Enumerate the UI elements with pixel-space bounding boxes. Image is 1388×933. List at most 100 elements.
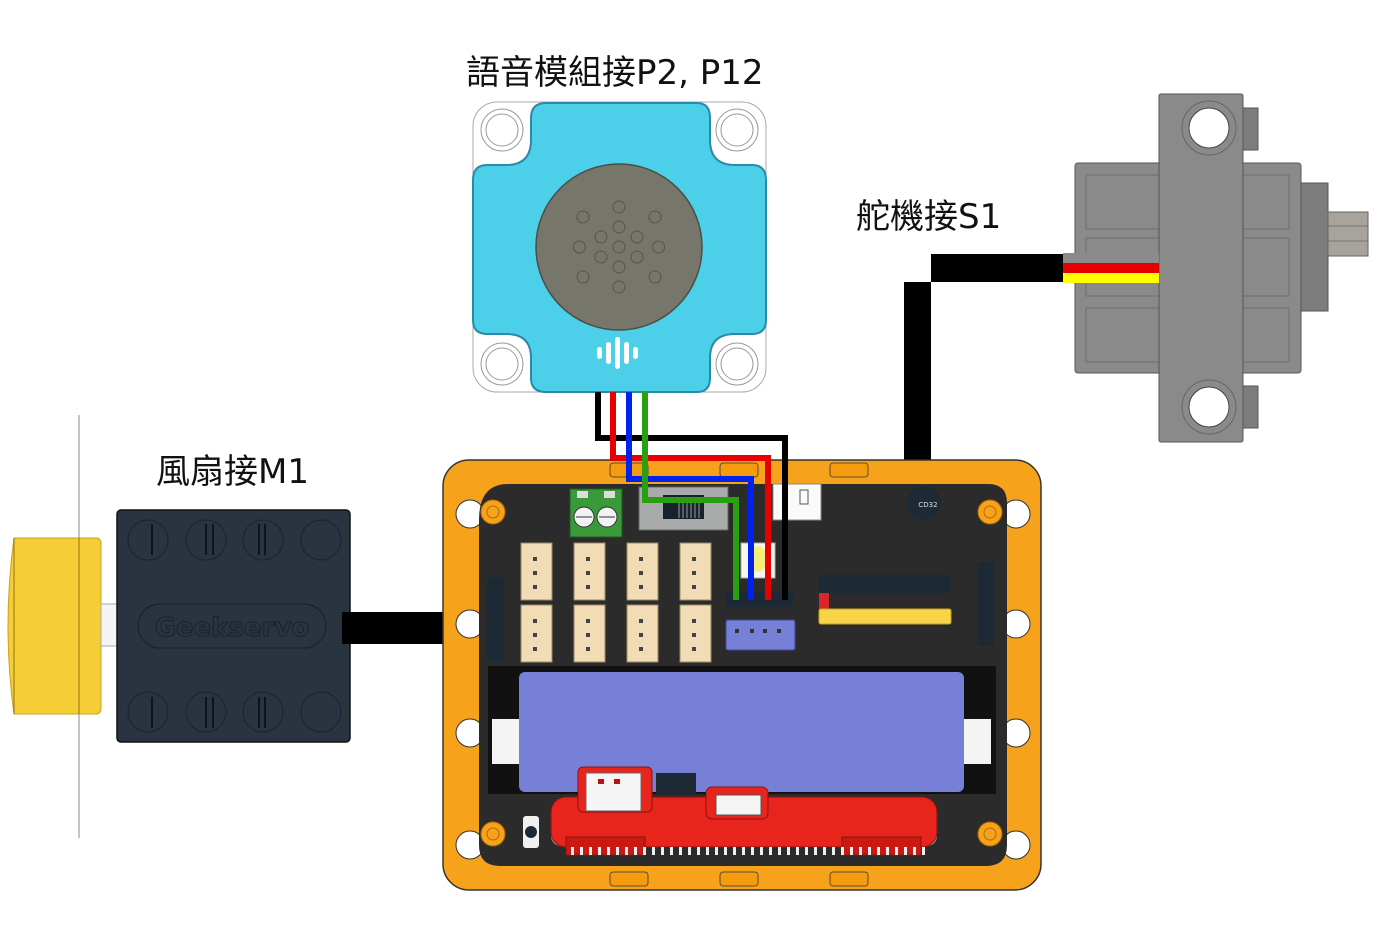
edge-pin bbox=[895, 847, 898, 855]
edge-pin bbox=[661, 847, 664, 855]
speaker-hole bbox=[630, 250, 644, 264]
edge-pin bbox=[877, 847, 880, 855]
fan-assembly: Geekservo bbox=[7, 415, 497, 838]
edge-pin bbox=[733, 847, 736, 855]
edge-pin bbox=[850, 847, 853, 855]
frame-bumps bbox=[609, 462, 869, 887]
servo-header bbox=[818, 575, 952, 625]
edge-pin bbox=[913, 847, 916, 855]
microbit bbox=[550, 766, 938, 856]
edge-pin bbox=[643, 847, 646, 855]
purple-4pin-connector bbox=[725, 619, 796, 651]
speaker-holes bbox=[572, 200, 666, 294]
edge-pin bbox=[742, 847, 745, 855]
wire-green bbox=[642, 392, 739, 600]
edge-pin bbox=[580, 847, 583, 855]
i2c-header bbox=[725, 591, 793, 607]
speaker-hole bbox=[576, 210, 590, 224]
brand-plate bbox=[137, 603, 327, 649]
speaker-hole bbox=[630, 230, 644, 244]
edge-pin bbox=[616, 847, 619, 855]
edge-pin bbox=[670, 847, 673, 855]
svg-text:CD32: CD32 bbox=[918, 501, 937, 509]
speaker-hole bbox=[572, 240, 586, 254]
edge-pin bbox=[688, 847, 691, 855]
speaker-hole bbox=[648, 210, 662, 224]
edge-pin bbox=[886, 847, 889, 855]
usb-port bbox=[772, 483, 822, 521]
edge-pin bbox=[607, 847, 610, 855]
edge-pin bbox=[589, 847, 592, 855]
fan-studs-bottom bbox=[127, 691, 342, 733]
edge-pin bbox=[679, 847, 682, 855]
motor-terminal-block bbox=[569, 488, 623, 538]
edge-pin bbox=[859, 847, 862, 855]
speaker-hole bbox=[576, 270, 590, 284]
ph-connectors bbox=[520, 542, 712, 663]
servo bbox=[1074, 93, 1369, 443]
edge-pin bbox=[778, 847, 781, 855]
speaker-hole bbox=[648, 270, 662, 284]
left-side-header bbox=[487, 577, 504, 661]
ph-connector bbox=[626, 542, 659, 601]
edge-pin bbox=[598, 847, 601, 855]
edge-pin bbox=[634, 847, 637, 855]
edge-pin bbox=[904, 847, 907, 855]
edge-pin bbox=[652, 847, 655, 855]
ph-connector bbox=[573, 542, 606, 601]
mount-holes bbox=[480, 108, 759, 386]
voice-module-label: 語音模組接P2, P12 bbox=[466, 53, 764, 93]
speaker-hole bbox=[612, 240, 626, 254]
battery bbox=[488, 666, 996, 794]
ph-connector bbox=[679, 604, 712, 663]
wire-red bbox=[610, 392, 771, 600]
edge-pin bbox=[823, 847, 826, 855]
voice-wave-icon bbox=[597, 337, 638, 369]
edge-pin bbox=[724, 847, 727, 855]
battery-jst-connector bbox=[585, 772, 642, 812]
brand-text: Geekservo bbox=[155, 613, 310, 643]
edge-pin bbox=[706, 847, 709, 855]
speaker-hole bbox=[612, 260, 626, 274]
edge-pin bbox=[625, 847, 628, 855]
reset-button bbox=[656, 773, 696, 795]
speaker-hole bbox=[612, 280, 626, 294]
voice-module-wires bbox=[595, 392, 788, 600]
speaker-hole bbox=[594, 250, 608, 264]
edge-pin bbox=[805, 847, 808, 855]
fan-label: 風扇接M1 bbox=[156, 452, 309, 492]
ph-connector bbox=[573, 604, 606, 663]
servo-shaft bbox=[1327, 211, 1369, 257]
ph-connector bbox=[520, 542, 553, 601]
edge-pin bbox=[841, 847, 844, 855]
edge-pin bbox=[922, 847, 925, 855]
servo-cable bbox=[822, 253, 1159, 620]
speaker-hole bbox=[594, 230, 608, 244]
voice-module bbox=[472, 101, 767, 393]
ph-connector bbox=[679, 542, 712, 601]
wire-black bbox=[595, 392, 788, 600]
speaker-hole bbox=[652, 240, 666, 254]
right-side-header bbox=[977, 562, 994, 646]
buzzer: CD32 bbox=[907, 486, 941, 520]
speaker-grille bbox=[535, 163, 703, 331]
edge-pin bbox=[751, 847, 754, 855]
fan-shaft bbox=[100, 603, 118, 647]
fan-wheel bbox=[7, 537, 102, 715]
wire-blue bbox=[626, 392, 754, 600]
edge-pin bbox=[868, 847, 871, 855]
edge-pin bbox=[697, 847, 700, 855]
edge-pin bbox=[760, 847, 763, 855]
edge-pin bbox=[832, 847, 835, 855]
speaker-hole bbox=[612, 200, 626, 214]
servo-label: 舵機接S1 bbox=[856, 197, 1002, 237]
micro-usb-port bbox=[715, 794, 762, 816]
power-switch[interactable] bbox=[638, 486, 729, 531]
edge-pin bbox=[787, 847, 790, 855]
edge-pin bbox=[571, 847, 574, 855]
speaker-hole bbox=[612, 220, 626, 234]
expansion-board: CD32 bbox=[442, 459, 1042, 891]
edge-pin bbox=[796, 847, 799, 855]
fan-studs-top bbox=[127, 519, 342, 561]
